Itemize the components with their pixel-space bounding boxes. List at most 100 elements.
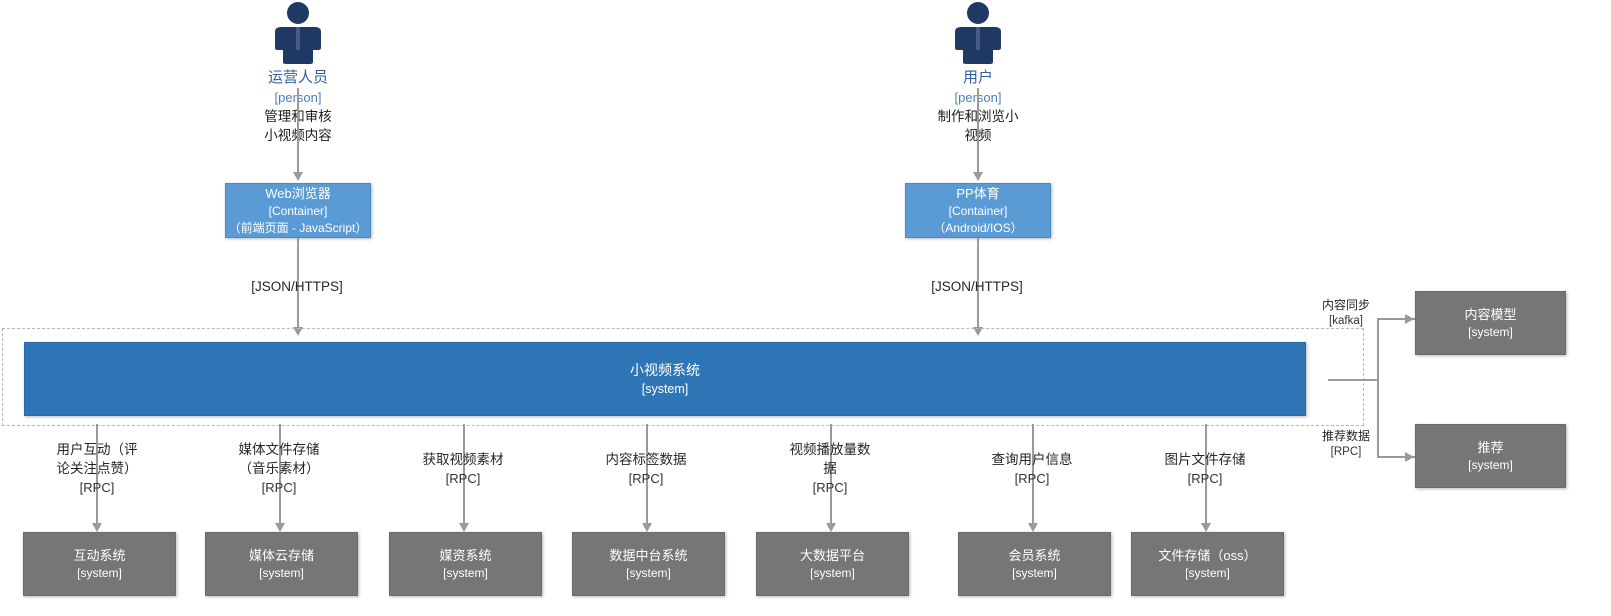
external-system-type: [system]: [1012, 565, 1057, 580]
edge-label-tech: [RPC]: [1014, 471, 1050, 486]
edge-label-membership: 查询用户信息 [RPC]: [951, 450, 1113, 488]
container-title: Web浏览器: [265, 185, 331, 201]
connector-system-to-data-platform: [646, 424, 648, 524]
external-system-media-asset[interactable]: 媒资系统 [system]: [389, 532, 542, 596]
actor-name: 运营人员: [267, 69, 328, 86]
connector-system-to-media-asset-arrow: [459, 523, 469, 532]
connector-web-to-system: [297, 238, 299, 328]
edge-label-line1: 查询用户信息: [991, 452, 1073, 467]
edge-label-line1: 获取视频素材: [422, 452, 504, 467]
connector-system-to-interaction-arrow: [92, 523, 102, 532]
actor-name: 用户: [962, 69, 993, 86]
edge-label-bigdata: 视频播放量数 据 [RPC]: [749, 440, 911, 497]
external-system-type: [system]: [1468, 457, 1513, 472]
external-system-membership[interactable]: 会员系统 [system]: [958, 532, 1111, 596]
system-type: [system]: [641, 382, 689, 396]
external-system-title: 互动系统: [73, 547, 126, 563]
edge-label-tech: [RPC]: [1187, 471, 1223, 486]
edge-label-line1: 图片文件存储: [1164, 452, 1246, 467]
container-web-browser[interactable]: Web浏览器 [Container] （前端页面 - JavaScript）: [225, 183, 371, 238]
external-system-type: [system]: [443, 565, 488, 580]
container-title: PP体育: [956, 185, 1000, 201]
external-system-title: 内容模型: [1464, 306, 1517, 322]
external-system-interaction[interactable]: 互动系统 [system]: [23, 532, 176, 596]
system-boundary: [2, 328, 1364, 426]
external-system-data-middle-platform[interactable]: 数据中台系统 [system]: [572, 532, 725, 596]
connector-to-recommendation-arrow: [1405, 452, 1414, 462]
edge-label-line1: 视频播放量数: [789, 442, 871, 457]
connector-to-content-model-arrow: [1405, 314, 1414, 324]
edge-label-tech: [RPC]: [628, 471, 664, 486]
external-system-type: [system]: [810, 565, 855, 580]
external-system-title: 会员系统: [1008, 547, 1061, 563]
edge-label-line1: 媒体文件存储: [238, 442, 320, 457]
edge-label-interaction: 用户互动（评 论关注点赞） [RPC]: [16, 440, 178, 497]
connector-system-to-bigdata: [830, 424, 832, 524]
connector-app-to-system: [977, 238, 979, 328]
edge-label-oss: 图片文件存储 [RPC]: [1124, 450, 1286, 488]
external-system-file-storage-oss[interactable]: 文件存储（oss） [system]: [1131, 532, 1284, 596]
edge-label-line1: 推荐数据: [1321, 429, 1370, 443]
connector-system-to-bigdata-arrow: [826, 523, 836, 532]
container-tech: （Android/IOS）: [933, 220, 1023, 235]
person-icon: [275, 2, 321, 64]
container-type: [Container]: [948, 203, 1008, 218]
edge-label-tech: [RPC]: [79, 480, 115, 495]
edge-label-tech: [kafka]: [1329, 315, 1363, 327]
external-system-type: [system]: [1468, 324, 1513, 339]
connector-operator-to-web: [297, 88, 299, 173]
connector-user-to-app-arrow: [973, 172, 983, 181]
container-tech: （前端页面 - JavaScript）: [228, 220, 368, 235]
connector-system-to-media-asset: [463, 424, 465, 524]
edge-label-line1: 用户互动（评: [56, 442, 138, 457]
connector-system-right-stub: [1328, 379, 1378, 381]
external-system-recommendation[interactable]: 推荐 [system]: [1415, 424, 1566, 488]
connector-system-to-oss-arrow: [1201, 523, 1211, 532]
edge-label-tech: [RPC]: [812, 480, 848, 495]
edge-label-app-json-https: [JSON/HTTPS]: [931, 279, 1023, 294]
edge-label-data-platform: 内容标签数据 [RPC]: [565, 450, 727, 488]
external-system-type: [system]: [626, 565, 671, 580]
edge-label-line1: 内容同步: [1321, 298, 1370, 312]
edge-label-tech: [RPC]: [445, 471, 481, 486]
edge-label-content-sync: 内容同步 [kafka]: [1313, 297, 1379, 329]
external-system-bigdata-platform[interactable]: 大数据平台 [system]: [756, 532, 909, 596]
external-system-type: [system]: [259, 565, 304, 580]
edge-label-web-json-https: [JSON/HTTPS]: [251, 279, 343, 294]
external-system-title: 大数据平台: [799, 547, 865, 563]
connector-web-to-system-arrow: [293, 327, 303, 336]
connector-operator-to-web-arrow: [293, 172, 303, 181]
edge-label-line2: 论关注点赞）: [56, 461, 138, 476]
external-system-content-model[interactable]: 内容模型 [system]: [1415, 291, 1566, 355]
connector-system-to-interaction: [96, 424, 98, 524]
connector-system-to-media-cloud: [279, 424, 281, 524]
external-system-media-cloud-storage[interactable]: 媒体云存储 [system]: [205, 532, 358, 596]
system-title: 小视频系统: [630, 362, 700, 378]
connector-system-to-data-platform-arrow: [642, 523, 652, 532]
system-short-video-platform[interactable]: 小视频系统 [system]: [24, 342, 1306, 416]
external-system-title: 文件存储（oss）: [1158, 547, 1257, 563]
person-icon: [955, 2, 1001, 64]
container-type: [Container]: [268, 203, 328, 218]
external-system-type: [system]: [77, 565, 122, 580]
edge-label-tech: [RPC]: [261, 480, 297, 495]
external-system-title: 媒体云存储: [248, 547, 314, 563]
container-pp-sports-app[interactable]: PP体育 [Container] （Android/IOS）: [905, 183, 1051, 238]
connector-app-to-system-arrow: [973, 327, 983, 336]
connector-system-to-media-cloud-arrow: [275, 523, 285, 532]
connector-user-to-app: [977, 88, 979, 173]
connector-system-to-membership: [1032, 424, 1034, 524]
connector-right-trunk: [1377, 318, 1379, 458]
external-system-type: [system]: [1185, 565, 1230, 580]
edge-label-recommendation-data: 推荐数据 [RPC]: [1313, 428, 1379, 460]
external-system-title: 媒资系统: [439, 547, 492, 563]
edge-label-line2: （音乐素材）: [238, 461, 320, 476]
edge-label-line1: 内容标签数据: [605, 452, 687, 467]
external-system-title: 数据中台系统: [609, 547, 688, 563]
edge-label-media-cloud: 媒体文件存储 （音乐素材） [RPC]: [198, 440, 360, 497]
edge-label-line2: 据: [823, 461, 837, 476]
edge-label-tech: [RPC]: [1330, 446, 1362, 458]
connector-system-to-membership-arrow: [1028, 523, 1038, 532]
connector-system-to-oss: [1205, 424, 1207, 524]
